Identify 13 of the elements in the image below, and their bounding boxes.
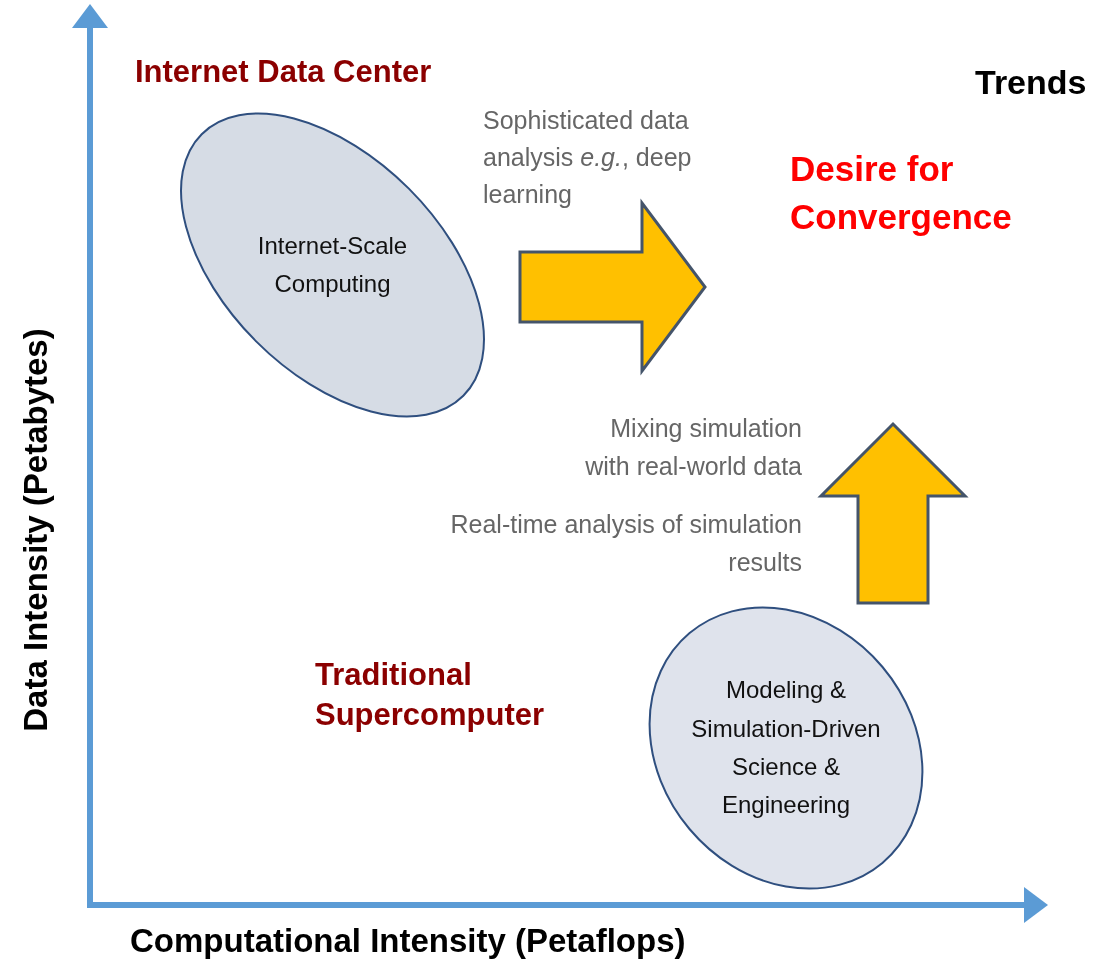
note-text: Real-time analysis of simulation results [449, 509, 802, 578]
block-arrow [518, 198, 707, 376]
axis-title: Data Intensity (Petabytes) [16, 327, 55, 734]
section-heading: Internet Data Center [135, 53, 433, 91]
heading-text: Desire for Convergence [790, 148, 1013, 238]
section-heading: Traditional Supercomputer [315, 656, 546, 735]
heading-text: Trends [975, 62, 1088, 103]
node-label: Modeling & Simulation-Driven Science & Engineering [690, 675, 882, 821]
node-label: Internet-Scale Computing [256, 230, 409, 299]
axis-title: Computational Intensity (Petaflops) [130, 921, 687, 961]
note-text: Mixing simulation with real-world data [584, 413, 802, 482]
edge-label: Sophisticated data analysis e.g., deep learning [483, 105, 693, 210]
block-arrow [817, 421, 969, 605]
